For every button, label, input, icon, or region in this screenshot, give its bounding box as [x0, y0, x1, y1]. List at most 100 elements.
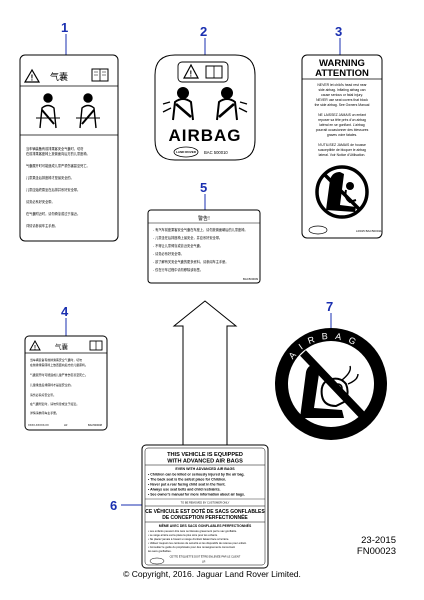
part-number: XXXX-XXXXX-XX: [28, 423, 49, 427]
text-line: 儿童乘坐后排座椅才是最安全的。: [26, 175, 74, 180]
warning-title: WARNING: [319, 58, 365, 69]
callout-7: 7: [326, 299, 333, 314]
text-line: pourrait occasionner des blessures: [316, 128, 369, 132]
bullet: • Never put a rear facing child seat in …: [148, 483, 225, 487]
fr-title-line: DE CONCEPTION PERFECTIONNÉE: [162, 513, 248, 521]
bullet: • Always use seat belts and child restra…: [148, 488, 221, 492]
label-5-chinese-warning: 5 警告! - 有汽车前座乘客安全气囊在车座上，请勿放置面朝后的儿童座椅。 - …: [147, 180, 261, 284]
part-number: BAC 500010: [204, 150, 228, 155]
airbag-title: AIRBAG: [168, 126, 241, 145]
reference-line: 23-2015: [361, 535, 396, 546]
text-line: 气囊展开时可能造成儿童严重伤害甚至死亡。: [30, 372, 88, 377]
label-1-text: 当车辆装备有前排乘客安全气囊时，切勿 在前排乘客座椅上放置面向后方的儿童座椅。 …: [26, 146, 90, 228]
warning-triangle-icon: !: [23, 68, 41, 83]
text-line: 儿童应始终乘坐在后排并系好安全带。: [26, 187, 80, 192]
text-line: 请务必系好安全带。: [26, 199, 55, 204]
manual-book-icon: [205, 65, 223, 79]
callout-5: 5: [200, 180, 207, 195]
text-line: - 仅在行车过程中请勿移除该标签。: [153, 267, 203, 272]
text-line: N'UTILISEZ JAMAIS de housse: [318, 143, 366, 147]
manual-book-icon: [89, 340, 103, 351]
part-number: LR: [202, 560, 205, 564]
text-line: 在前排乘客座椅上放置面向后方的儿童座椅。: [30, 362, 88, 367]
bullet: les sacs gonflables.: [148, 549, 172, 553]
bullet: • Le siège arrière est la place la plus …: [148, 533, 218, 537]
callout-3: 3: [335, 24, 342, 39]
text-line: 当车辆装备有前排乘客安全气囊时，切勿: [30, 357, 82, 362]
callout-6: 6: [110, 498, 117, 513]
text-line: - 请务必系好安全带。: [153, 251, 184, 256]
text-line: the side airbag. See Owners Manual: [315, 103, 370, 107]
bullet: • Utilisez toujours les ceintures de séc…: [148, 541, 247, 545]
text-line: 儿童乘坐后排座椅才是最安全的。: [30, 382, 73, 387]
bullet: • Children can be killed or seriously in…: [148, 473, 245, 477]
manual-book-icon: [91, 68, 109, 82]
bullet: • Ne placez jamais à l'avant un siège d'…: [148, 537, 229, 541]
seated-occupant-icon: [36, 93, 60, 129]
text-line: NE LAISSEZ JAMAIS un enfant: [318, 113, 366, 117]
label-6-advanced-airbags: 6 THIS VEHICLE IS EQUIPPED WITH ADVANCED…: [110, 444, 269, 569]
bullet: • The back seat is the safest place for …: [148, 478, 226, 482]
seated-occupant-icon: [162, 87, 194, 121]
text-line: 在气囊附近时，请勿倚靠或过于接近。: [26, 211, 80, 216]
text-line: - 有汽车前座乘客安全气囊在车座上，请勿放置面朝后的儿童座椅。: [153, 227, 248, 232]
land-rover-logo: [149, 557, 165, 565]
attention-title: ATTENTION: [315, 68, 369, 79]
copyright-notice: © Copyright, 2016. Jaguar Land Rover Lim…: [123, 569, 301, 579]
text-line: graves voire fatales.: [327, 133, 357, 137]
part-number: BAC500008: [88, 423, 103, 427]
diagram-reference: 23-2015 FN00023: [357, 535, 396, 557]
warning-triangle-icon: !: [29, 339, 41, 351]
text-line: lateral. Voir Notice d'Utilisation.: [319, 153, 366, 157]
brand-text: LAND ROVER: [176, 150, 197, 154]
text-line: 详情请参阅车主手册。: [30, 410, 59, 415]
airbag-glyph-icon: 气囊: [55, 342, 69, 351]
subtitle: EVEN WITH ADVANCED AIR BAGS: [175, 467, 235, 471]
text-line: 当车辆装备有前排乘客安全气囊时，切勿: [26, 146, 83, 151]
text-line: 在气囊附近时，请勿倚靠或过于接近。: [30, 401, 79, 406]
land-rover-logo: [308, 225, 328, 235]
label-2-airbag: 2 ! AIRBAG LAND ROVER BAC 500010: [154, 24, 256, 161]
fr-title-line: CE VÉHICULE EST DOTÉ DE SACS GONFLABLES: [145, 507, 265, 515]
part-number: BAC500009: [243, 277, 259, 281]
title-line: WITH ADVANCED AIR BAGS: [167, 459, 243, 465]
text-line: reposer sa tête près d'un airbag: [318, 118, 366, 122]
reference-line: FN00023: [356, 546, 396, 557]
text-line: 请务必系好安全带。: [30, 392, 56, 397]
label-4-rect: 4 ! 气囊 当车辆装备有前排乘客安全气囊时，切勿 在前排乘客座椅上放置面向后方…: [24, 304, 108, 431]
text-line: 气囊展开时可能造成儿童严重伤害甚至死亡。: [26, 163, 90, 168]
text-line: latéral en se gonflant. L'airbag: [319, 123, 364, 127]
text-line: NEVER let child's head rest near: [317, 83, 367, 87]
no-child-near-airbag-icon: [315, 165, 369, 219]
bullet: • Les enfants peuvent être tués ou bless…: [148, 529, 237, 533]
text-line: - 儿童坐在后排座椅上最安全，并应系好安全带。: [153, 235, 222, 240]
text-line: side airbag. Inflating airbag can: [318, 88, 365, 92]
label-3-french: NE LAISSEZ JAMAIS un enfant reposer sa t…: [316, 113, 369, 157]
label-3-warning: 3 WARNING ATTENTION NEVER let child's he…: [301, 24, 383, 239]
seated-occupant-icon: [216, 87, 248, 121]
seated-occupant-icon: [76, 93, 100, 129]
text-line: - 不得让儿童倚靠或靠近安全气囊。: [153, 243, 203, 248]
warning-title: 警告!: [198, 215, 210, 222]
svg-text:!: !: [34, 345, 36, 351]
callout-1: 1: [61, 20, 68, 35]
reference-arrow: [172, 300, 238, 445]
label-3-english: NEVER let child's head rest near side ai…: [315, 83, 370, 107]
text-line: 在前排乘客座椅上放置面向后方的儿童座椅。: [26, 151, 90, 156]
removal-note: TO BE REMOVED BY CUSTOMER ONLY: [181, 501, 230, 505]
callout-2: 2: [200, 24, 207, 39]
text-line: susceptible de bloquer le airbag: [318, 148, 366, 152]
land-rover-logo: LAND ROVER: [173, 146, 199, 158]
text-line: NEVER use seat covers that block: [316, 98, 368, 102]
text-line: 详情请参阅车主手册。: [26, 223, 58, 228]
text-line: cause serious or fatal injury.: [321, 93, 363, 97]
svg-text:!: !: [31, 74, 34, 83]
text-line: - 欲了解有关安全气囊的更多资料，请参阅车主手册。: [153, 259, 228, 264]
fr-removal-note: CETTE ÉTIQUETTE DOIT ÊTRE ENLEVÉE PAR LE…: [170, 554, 241, 559]
part-number: LR: [64, 423, 67, 427]
part-number: LR015 BAC500011: [356, 229, 382, 233]
warning-triangle-icon: !: [182, 63, 200, 79]
label-7-no-child-seat: 7 AIRBAG: [275, 299, 387, 440]
svg-text:!: !: [190, 70, 193, 79]
